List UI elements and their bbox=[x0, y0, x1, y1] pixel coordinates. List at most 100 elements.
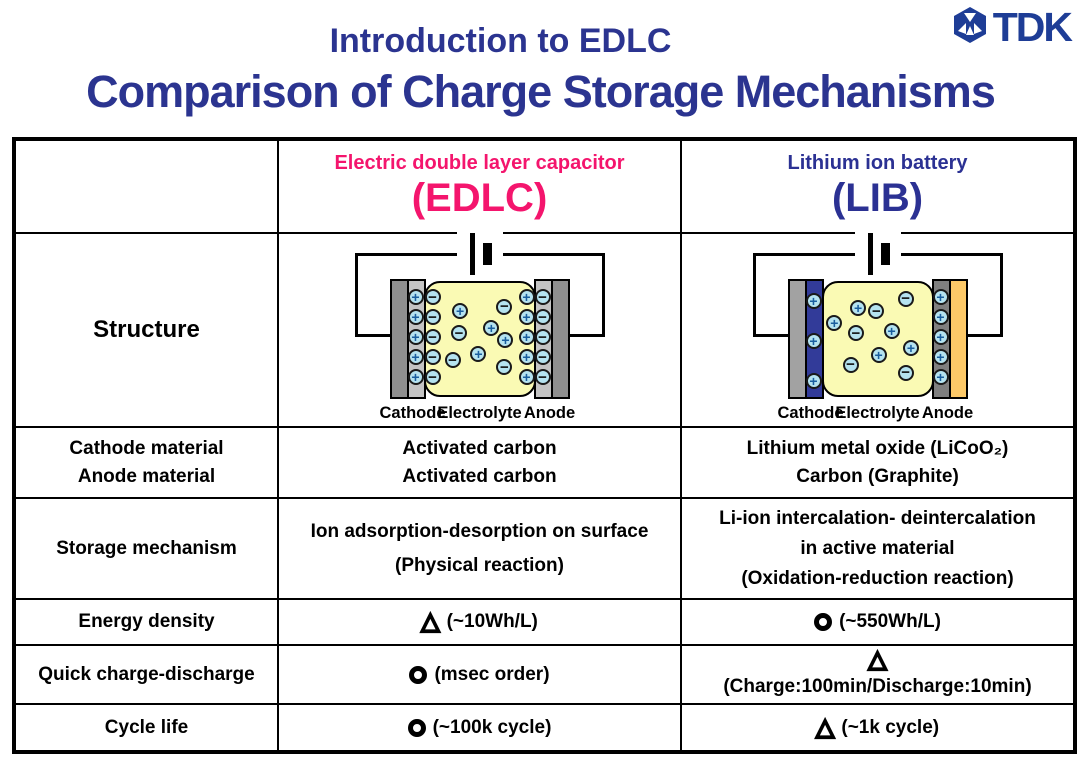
structure-lib-cell: +−−+−+++−− +++ +++++ Cathode Electrolyte… bbox=[682, 231, 1073, 428]
materials-lib-cell: Lithium metal oxide (LiCoO₂) Carbon (Gra… bbox=[682, 428, 1073, 499]
rating-symbol-icon bbox=[409, 665, 428, 684]
storage-edlc-cell: Ion adsorption-desorption on surface (Ph… bbox=[279, 499, 682, 600]
positive-ion-icon: + bbox=[407, 349, 424, 365]
row-label-materials: Cathode material Anode material bbox=[16, 428, 279, 499]
positive-ion-icon: + bbox=[518, 309, 535, 325]
positive-ion-icon: + bbox=[932, 309, 949, 325]
edlc-structure-diagram: +−−+++−− +++++ −−−−− +++++ −−−−− Cathode… bbox=[325, 231, 635, 423]
positive-ion-icon: + bbox=[902, 339, 919, 356]
energy-edlc-cell: (~10Wh/L) bbox=[279, 600, 682, 646]
header-edlc: Electric double layer capacitor (EDLC) bbox=[279, 141, 682, 234]
negative-ion-icon: − bbox=[424, 289, 441, 305]
header-lib: Lithium ion battery (LIB) bbox=[682, 141, 1073, 234]
double-layer-anode-ions: − − − − − bbox=[534, 289, 551, 385]
negative-ion-icon: − bbox=[534, 349, 551, 365]
cathode-label: Cathode bbox=[777, 404, 844, 422]
quick-edlc-cell: (msec order) bbox=[279, 646, 682, 705]
negative-ion-icon: − bbox=[496, 298, 513, 315]
negative-ion-icon: − bbox=[534, 289, 551, 305]
row-label-storage-mechanism: Storage mechanism bbox=[16, 499, 279, 600]
energy-lib-cell: (~550Wh/L) bbox=[682, 600, 1073, 646]
rating-symbol-icon bbox=[407, 718, 426, 737]
rating-symbol-icon bbox=[814, 613, 833, 631]
positive-ion-icon: + bbox=[932, 329, 949, 345]
edlc-column-title: Electric double layer capacitor bbox=[334, 152, 625, 174]
positive-ion-icon: + bbox=[870, 346, 887, 363]
positive-ion-icon: + bbox=[805, 293, 822, 309]
positive-ion-icon: + bbox=[407, 329, 424, 345]
double-layer-anode-counter-ions: + + + + + bbox=[518, 289, 535, 385]
positive-ion-icon: + bbox=[470, 345, 487, 362]
storage-lib-cell: Li-ion intercalation- deintercalation in… bbox=[682, 499, 1073, 600]
battery-symbol-icon bbox=[854, 231, 901, 279]
battery-symbol-icon bbox=[456, 231, 503, 279]
negative-ion-icon: − bbox=[496, 359, 513, 375]
negative-ion-icon: − bbox=[424, 309, 441, 325]
circuit-wire bbox=[354, 334, 392, 337]
cycle-lib-cell: (~1k cycle) bbox=[682, 705, 1073, 750]
cathode-label: Cathode bbox=[379, 404, 446, 422]
lib-structure-diagram: +−−+−+++−− +++ +++++ Cathode Electrolyte… bbox=[723, 231, 1033, 423]
positive-ion-icon: + bbox=[407, 309, 424, 325]
rating-symbol-icon bbox=[816, 716, 834, 740]
lib-anode-intercalated-ions: + + + + + bbox=[932, 289, 949, 385]
structure-edlc-cell: +−−+++−− +++++ −−−−− +++++ −−−−− Cathode… bbox=[279, 231, 682, 428]
circuit-wire bbox=[752, 334, 790, 337]
positive-ion-icon: + bbox=[518, 349, 535, 365]
negative-ion-icon: − bbox=[450, 325, 467, 342]
rating-symbol-icon bbox=[868, 648, 886, 672]
negative-ion-icon: − bbox=[424, 369, 441, 385]
positive-ion-icon: + bbox=[826, 315, 843, 332]
negative-ion-icon: − bbox=[444, 352, 461, 369]
negative-ion-icon: − bbox=[534, 329, 551, 345]
edlc-anode-bar bbox=[550, 279, 570, 399]
positive-ion-icon: + bbox=[932, 349, 949, 365]
lib-anode-collector-bar bbox=[948, 279, 968, 399]
row-label-structure: Structure bbox=[16, 234, 279, 428]
cycle-edlc-cell: (~100k cycle) bbox=[279, 705, 682, 750]
negative-ion-icon: − bbox=[534, 369, 551, 385]
tdk-emblem-icon bbox=[950, 5, 990, 50]
positive-ion-icon: + bbox=[407, 369, 424, 385]
negative-ion-icon: − bbox=[534, 309, 551, 325]
positive-ion-icon: + bbox=[518, 329, 535, 345]
lib-column-abbr: (LIB) bbox=[831, 176, 924, 220]
row-label-energy-density: Energy density bbox=[16, 600, 279, 646]
rating-symbol-icon bbox=[421, 610, 439, 634]
lib-cathode-intercalated-ions: + + + bbox=[805, 293, 822, 389]
lib-electrolyte: +−−+−+++−− bbox=[821, 281, 934, 397]
positive-ion-icon: + bbox=[483, 319, 500, 336]
positive-ion-icon: + bbox=[932, 289, 949, 305]
positive-ion-icon: + bbox=[518, 289, 535, 305]
circuit-wire bbox=[567, 334, 605, 337]
row-label-cycle-life: Cycle life bbox=[16, 705, 279, 750]
tdk-logo: TDK bbox=[950, 4, 1073, 51]
comparison-table: Electric double layer capacitor (EDLC) L… bbox=[12, 137, 1077, 754]
double-layer-cathode-ions: + + + + + bbox=[407, 289, 424, 385]
negative-ion-icon: − bbox=[842, 356, 859, 373]
positive-ion-icon: + bbox=[518, 369, 535, 385]
negative-ion-icon: − bbox=[847, 325, 864, 342]
slide-subtitle: Introduction to EDLC bbox=[329, 22, 672, 60]
electrolyte-label: Electrolyte bbox=[835, 404, 920, 422]
positive-ion-icon: + bbox=[850, 299, 867, 316]
negative-ion-icon: − bbox=[868, 303, 885, 319]
positive-ion-icon: + bbox=[805, 373, 822, 389]
double-layer-cathode-counter-ions: −−−−− bbox=[424, 289, 441, 385]
positive-ion-icon: + bbox=[497, 332, 514, 349]
negative-ion-icon: − bbox=[897, 364, 914, 381]
positive-ion-icon: + bbox=[407, 289, 424, 305]
quick-lib-cell: (Charge:100min/Discharge:10min) bbox=[682, 646, 1073, 705]
positive-ion-icon: + bbox=[805, 333, 822, 349]
positive-ion-icon: + bbox=[883, 323, 900, 340]
anode-label: Anode bbox=[523, 404, 576, 422]
positive-ion-icon: + bbox=[932, 369, 949, 385]
electrolyte-label: Electrolyte bbox=[437, 404, 522, 422]
row-label-quick-charge: Quick charge-discharge bbox=[16, 646, 279, 705]
header-empty-cell bbox=[16, 141, 279, 234]
anode-label: Anode bbox=[921, 404, 974, 422]
negative-ion-icon: − bbox=[424, 349, 441, 365]
edlc-column-abbr: (EDLC) bbox=[411, 176, 548, 220]
tdk-logo-text: TDK bbox=[992, 4, 1073, 50]
